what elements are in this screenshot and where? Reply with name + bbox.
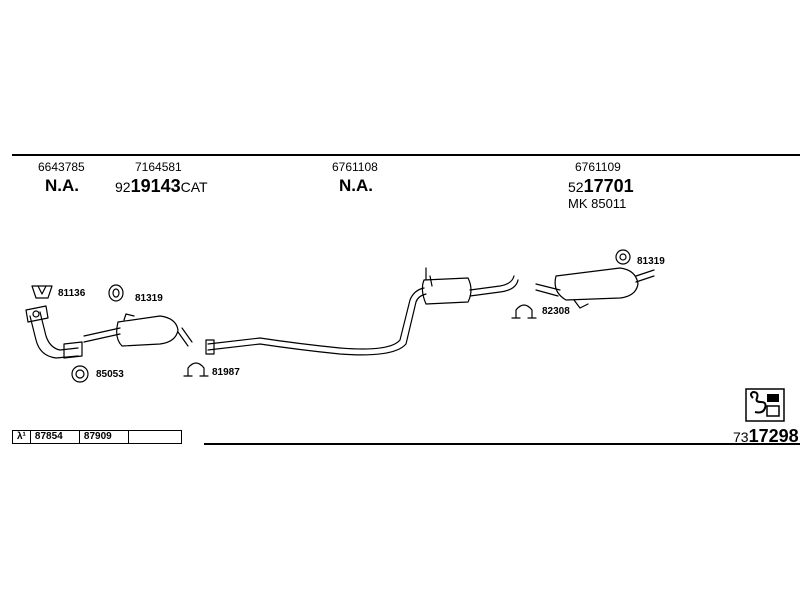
mounting-kit-code: MK 85011	[568, 196, 627, 211]
status-na-1: N.A.	[45, 176, 79, 195]
footer-divider-line	[204, 443, 800, 445]
clamp-icon-1	[183, 362, 209, 377]
part-number-6761109: 6761109	[575, 160, 621, 174]
lambda-part-87909: 87909	[78, 430, 129, 444]
catalyst-code-suffix: CAT	[180, 179, 208, 195]
label-ring-mount-2: 81319	[637, 256, 665, 267]
clamp-icon-2	[511, 304, 537, 319]
catalytic-converter	[83, 313, 193, 347]
gasket-ring-icon	[71, 365, 89, 383]
header-divider-line	[12, 154, 800, 156]
label-clamp-1: 81987	[212, 367, 240, 378]
catalyst-code: 9219143CAT	[115, 176, 208, 197]
rear-silencer	[535, 267, 655, 309]
ring-mount-icon	[108, 284, 124, 302]
lambda-sensor-table: λ¹ 87854 87909	[12, 430, 182, 444]
part-number-6761108: 6761108	[332, 160, 378, 174]
rear-silencer-code-prefix: 52	[568, 179, 584, 195]
part-number-7164581: 7164581	[135, 160, 182, 174]
label-gasket-ring: 85053	[96, 369, 124, 380]
catalyst-code-main: 19143	[130, 176, 181, 196]
manufacturer-logo-icon	[745, 388, 785, 422]
rear-silencer-code-main: 17701	[583, 176, 634, 196]
system-reference-number: 7317298	[733, 426, 799, 447]
front-downpipe	[25, 305, 83, 359]
lambda-part-87854: 87854	[29, 430, 80, 444]
part-number-6643785: 6643785	[38, 160, 85, 174]
ring-mount-icon-2	[615, 249, 631, 265]
system-reference-main: 17298	[748, 426, 799, 446]
lambda-symbol: λ¹	[12, 430, 31, 444]
status-na-2: N.A.	[339, 176, 373, 195]
lambda-empty-cell	[127, 430, 182, 444]
rear-silencer-code: 5217701	[568, 176, 634, 197]
label-ring-mount: 81319	[135, 293, 163, 304]
middle-pipe	[205, 287, 427, 356]
centre-silencer	[421, 267, 519, 305]
system-reference-prefix: 73	[733, 429, 749, 445]
label-clamp-2: 82308	[542, 306, 570, 317]
catalyst-code-prefix: 92	[115, 179, 131, 195]
rubber-mount-icon	[31, 285, 53, 299]
label-rubber-mount: 81136	[58, 288, 86, 299]
